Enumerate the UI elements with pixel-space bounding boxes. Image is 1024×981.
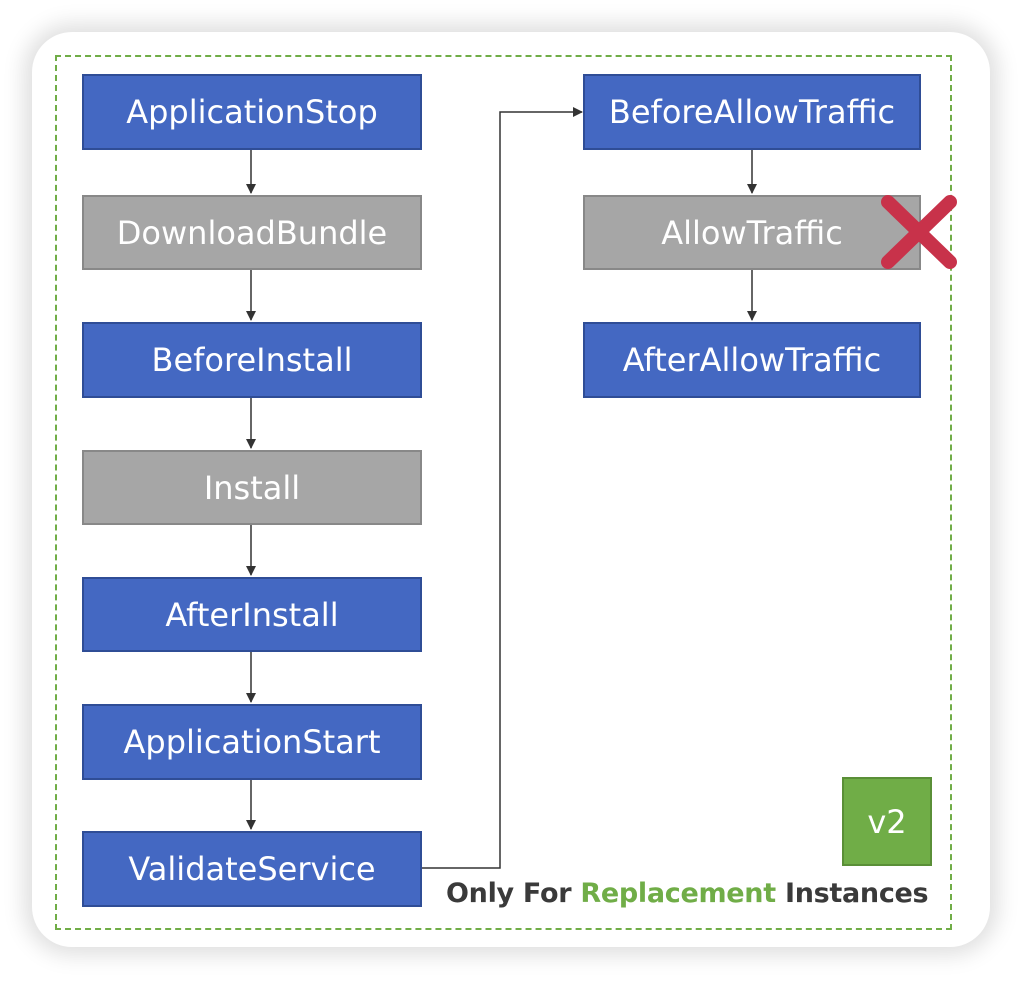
caption-suffix: Instances (775, 878, 929, 909)
caption-highlight: Replacement (580, 878, 776, 909)
hook-before-install: BeforeInstall (82, 322, 422, 398)
hook-before-allow-traffic: BeforeAllowTraffic (583, 74, 921, 150)
deployment-group-frame (55, 55, 952, 930)
cross-icon (881, 195, 957, 269)
replacement-caption: Only For Replacement Instances (446, 878, 929, 909)
hook-allow-traffic: AllowTraffic (583, 195, 921, 270)
hook-validate-service: ValidateService (82, 831, 422, 907)
hook-install: Install (82, 450, 422, 525)
hook-application-stop: ApplicationStop (82, 74, 422, 150)
version-badge: v2 (842, 777, 932, 866)
hook-download-bundle: DownloadBundle (82, 195, 422, 270)
hook-after-install: AfterInstall (82, 577, 422, 652)
hook-application-start: ApplicationStart (82, 704, 422, 780)
hook-after-allow-traffic: AfterAllowTraffic (583, 322, 921, 398)
caption-prefix: Only For (446, 878, 581, 909)
